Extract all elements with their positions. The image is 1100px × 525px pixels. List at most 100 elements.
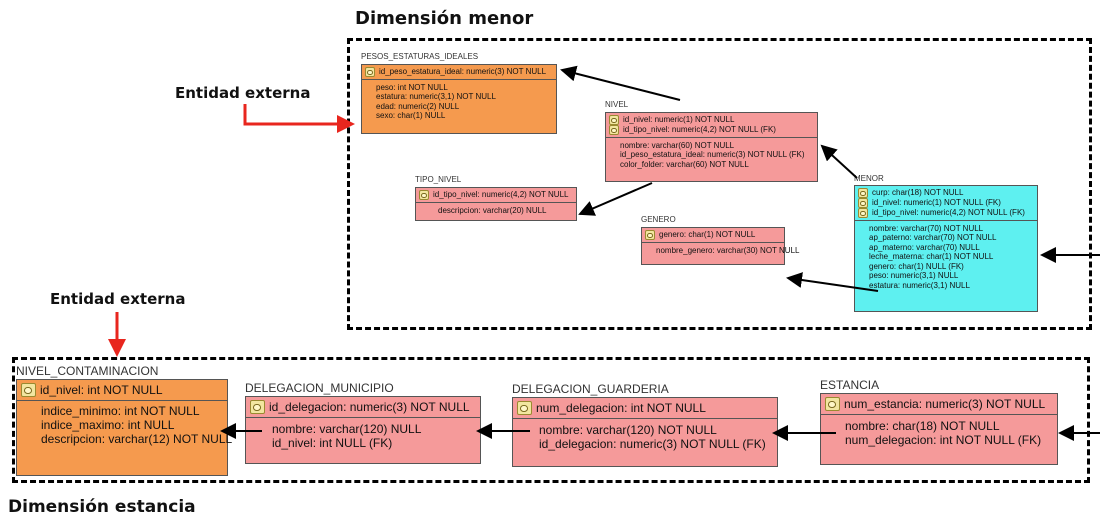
attribute-section: nombre: varchar(60) NOT NULL id_peso_est… bbox=[606, 138, 817, 172]
primary-key-section: num_delegacion: int NOT NULL bbox=[513, 398, 777, 420]
key-icon bbox=[609, 125, 619, 135]
attribute-section: descripcion: varchar(20) NULL bbox=[416, 203, 576, 218]
entity-delegacion-guarderia[interactable]: DELEGACION_GUARDERIA num_delegacion: int… bbox=[512, 382, 778, 467]
attribute-row: descripcion: varchar(12) NOT NULL bbox=[41, 432, 233, 447]
field-text: id_nivel: int NOT NULL bbox=[40, 383, 163, 397]
attribute-row: nombre: varchar(70) NOT NULL bbox=[869, 224, 984, 233]
key-icon bbox=[419, 190, 429, 200]
attribute-row: id_nivel: int NULL (FK) bbox=[272, 436, 393, 451]
relationship-nivel-to-tipo-nivel bbox=[578, 182, 653, 216]
entity-nivel[interactable]: NIVEL id_nivel: numeric(1) NOT NULL id_t… bbox=[605, 100, 818, 182]
relationship-nivel-to-pesos bbox=[560, 65, 681, 101]
external-entity-callout-bottom: Entidad externa bbox=[50, 290, 186, 308]
entity-name: NIVEL_CONTAMINACION bbox=[16, 364, 159, 378]
key-icon bbox=[517, 401, 532, 416]
attribute-row: genero: char(1) NULL (FK) bbox=[869, 261, 964, 271]
attribute-row: nombre: varchar(120) NOT NULL bbox=[539, 423, 717, 438]
field-text: curp: char(18) NOT NULL bbox=[872, 188, 964, 198]
entity-box: id_peso_estatura_ideal: numeric(3) NOT N… bbox=[361, 64, 557, 134]
attribute-row: ap_paterno: varchar(70) NOT NULL bbox=[869, 233, 997, 243]
entity-box: id_tipo_nivel: numeric(4,2) NOT NULL des… bbox=[415, 187, 577, 221]
callout-arrow-top bbox=[243, 104, 355, 133]
attribute-section: nombre: varchar(70) NOT NULL ap_paterno:… bbox=[855, 221, 1037, 293]
attribute-row: ap_materno: varchar(70) NULL bbox=[869, 242, 980, 252]
entity-box: id_delegacion: numeric(3) NOT NULL nombr… bbox=[245, 396, 481, 464]
entity-genero[interactable]: GENERO genero: char(1) NOT NULL nombre_g… bbox=[641, 215, 800, 265]
attribute-row: sexo: char(1) NULL bbox=[376, 111, 446, 121]
menor-dimension-border bbox=[347, 38, 1092, 330]
heading-dimension-menor: Dimensión menor bbox=[355, 8, 534, 29]
attribute-row: estatura: numeric(3,1) NULL bbox=[869, 280, 970, 290]
relationship-menor-to-nivel bbox=[820, 144, 858, 179]
attribute-section: nombre: varchar(120) NOT NULL id_delegac… bbox=[513, 419, 777, 454]
attribute-row: id_delegacion: numeric(3) NOT NULL (FK) bbox=[539, 437, 766, 452]
field-text: num_delegacion: int NOT NULL bbox=[536, 401, 706, 415]
relationship-menor-to-genero bbox=[786, 272, 879, 292]
field-text: id_nivel: numeric(1) NOT NULL (FK) bbox=[872, 198, 1001, 208]
attribute-row: edad: numeric(2) NULL bbox=[376, 101, 460, 111]
key-icon bbox=[609, 115, 619, 125]
field-text: id_tipo_nivel: numeric(4,2) NOT NULL (FK… bbox=[872, 208, 1025, 218]
entity-name: MENOR bbox=[854, 174, 884, 183]
attribute-row: nombre: varchar(120) NULL bbox=[272, 422, 422, 437]
entity-name: TIPO_NIVEL bbox=[415, 175, 462, 184]
entity-estancia[interactable]: ESTANCIA num_estancia: numeric(3) NOT NU… bbox=[820, 378, 1058, 465]
primary-key-section: id_peso_estatura_ideal: numeric(3) NOT N… bbox=[362, 65, 556, 80]
entity-box: num_delegacion: int NOT NULL nombre: var… bbox=[512, 397, 778, 467]
primary-key-row: id_tipo_nivel: numeric(4,2) NOT NULL (FK… bbox=[609, 125, 814, 135]
entity-name: PESOS_ESTATURAS_IDEALES bbox=[361, 52, 479, 61]
field-text: id_delegacion: numeric(3) NOT NULL bbox=[269, 400, 470, 414]
entity-box: num_estancia: numeric(3) NOT NULL nombre… bbox=[820, 393, 1058, 465]
key-icon bbox=[825, 397, 840, 412]
entity-box: id_nivel: numeric(1) NOT NULL id_tipo_ni… bbox=[605, 112, 818, 182]
attribute-row: num_delegacion: int NOT NULL (FK) bbox=[845, 433, 1042, 448]
field-text: num_estancia: numeric(3) NOT NULL bbox=[844, 397, 1046, 411]
field-text: id_peso_estatura_ideal: numeric(3) NOT N… bbox=[379, 67, 547, 77]
primary-key-row: genero: char(1) NOT NULL bbox=[645, 230, 781, 240]
attribute-row: id_peso_estatura_ideal: numeric(3) NOT N… bbox=[620, 150, 805, 160]
field-text: id_nivel: numeric(1) NOT NULL bbox=[623, 115, 735, 125]
primary-key-row: id_tipo_nivel: numeric(4,2) NOT NULL (FK… bbox=[858, 208, 1034, 218]
entity-nivel-contaminacion[interactable]: NIVEL_CONTAMINACION id_nivel: int NOT NU… bbox=[16, 364, 233, 476]
attribute-section: peso: int NOT NULL estatura: numeric(3,1… bbox=[362, 80, 556, 124]
entity-box: curp: char(18) NOT NULL id_nivel: numeri… bbox=[854, 185, 1038, 312]
entity-name: GENERO bbox=[641, 215, 676, 224]
primary-key-row: curp: char(18) NOT NULL bbox=[858, 188, 1034, 198]
primary-key-row: id_delegacion: numeric(3) NOT NULL bbox=[250, 400, 476, 415]
entity-name: ESTANCIA bbox=[820, 378, 880, 392]
entity-name: DELEGACION_MUNICIPIO bbox=[245, 381, 394, 395]
primary-key-section: curp: char(18) NOT NULL id_nivel: numeri… bbox=[855, 186, 1037, 221]
primary-key-section: num_estancia: numeric(3) NOT NULL bbox=[821, 394, 1057, 416]
attribute-section: indice_minimo: int NOT NULL indice_maxim… bbox=[17, 401, 233, 449]
entity-name: NIVEL bbox=[605, 100, 629, 109]
primary-key-section: id_delegacion: numeric(3) NOT NULL bbox=[246, 397, 480, 419]
key-icon bbox=[250, 400, 265, 415]
primary-key-section: id_nivel: int NOT NULL bbox=[17, 380, 227, 402]
primary-key-row: id_nivel: numeric(1) NOT NULL bbox=[609, 115, 814, 125]
entity-box: id_nivel: int NOT NULL indice_minimo: in… bbox=[16, 379, 233, 476]
field-text: genero: char(1) NOT NULL bbox=[659, 230, 756, 240]
attribute-row: peso: int NOT NULL bbox=[376, 83, 448, 92]
primary-key-row: id_tipo_nivel: numeric(4,2) NOT NULL bbox=[419, 190, 573, 200]
key-icon bbox=[858, 198, 868, 208]
entity-pesos-estaturas-ideales[interactable]: PESOS_ESTATURAS_IDEALES id_peso_estatura… bbox=[361, 52, 557, 134]
attribute-section: nombre: varchar(120) NULL id_nivel: int … bbox=[246, 418, 480, 453]
external-entity-callout-top: Entidad externa bbox=[175, 84, 311, 102]
attribute-row: estatura: numeric(3,1) NOT NULL bbox=[376, 92, 496, 102]
entity-menor[interactable]: MENOR curp: char(18) NOT NULL id_nivel: … bbox=[854, 174, 1038, 312]
entity-tipo-nivel[interactable]: TIPO_NIVEL id_tipo_nivel: numeric(4,2) N… bbox=[415, 175, 577, 221]
key-icon bbox=[858, 208, 868, 218]
key-icon bbox=[21, 383, 36, 398]
heading-dimension-estancia: Dimensión estancia bbox=[8, 497, 196, 517]
primary-key-row: num_estancia: numeric(3) NOT NULL bbox=[825, 397, 1053, 412]
attribute-row: color_folder: varchar(60) NOT NULL bbox=[620, 159, 749, 169]
attribute-row: indice_maximo: int NULL bbox=[41, 418, 175, 433]
attribute-row: nombre_genero: varchar(30) NOT NULL bbox=[656, 246, 800, 255]
attribute-row: descripcion: varchar(20) NULL bbox=[438, 206, 547, 215]
entity-name: DELEGACION_GUARDERIA bbox=[512, 382, 669, 396]
attribute-row: nombre: varchar(60) NOT NULL bbox=[620, 141, 735, 150]
entity-delegacion-municipio[interactable]: DELEGACION_MUNICIPIO id_delegacion: nume… bbox=[245, 381, 481, 464]
primary-key-row: id_nivel: numeric(1) NOT NULL (FK) bbox=[858, 198, 1034, 208]
primary-key-section: id_nivel: numeric(1) NOT NULL id_tipo_ni… bbox=[606, 113, 817, 138]
field-text: id_tipo_nivel: numeric(4,2) NOT NULL (FK… bbox=[623, 125, 776, 135]
